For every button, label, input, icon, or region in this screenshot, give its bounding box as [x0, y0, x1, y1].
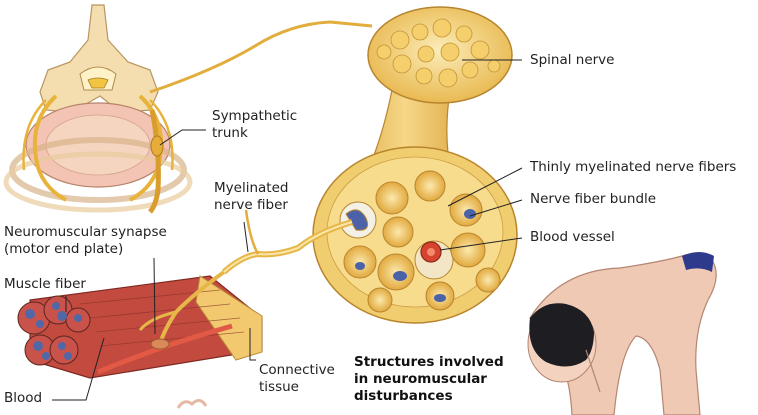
- vertebra-illustration: [6, 5, 190, 210]
- label-thinly-myelinated-fibers: Thinly myelinated nerve fibers: [530, 159, 736, 176]
- label-connective-tissue: Connective tissue: [259, 362, 335, 396]
- label-myelinated-nerve-fiber: Myelinated nerve fiber: [214, 180, 288, 214]
- label-sympathetic-trunk: Sympathetic trunk: [212, 108, 297, 142]
- label-nerve-fiber-bundle: Nerve fiber bundle: [530, 191, 656, 208]
- nerve-connector-line: [150, 22, 372, 92]
- label-neuromuscular-synapse: Neuromuscular synapse (motor end plate): [4, 224, 167, 258]
- label-spinal-nerve: Spinal nerve: [530, 52, 614, 69]
- label-blood-vessel: Blood vessel: [530, 229, 615, 246]
- nerve-cross-section: [313, 147, 517, 323]
- diagram-caption: Structures involved in neuromuscular dis…: [354, 354, 504, 405]
- label-muscle-fiber: Muscle fiber: [4, 276, 86, 293]
- label-blood: Blood: [4, 390, 42, 407]
- person-figure: [528, 252, 716, 415]
